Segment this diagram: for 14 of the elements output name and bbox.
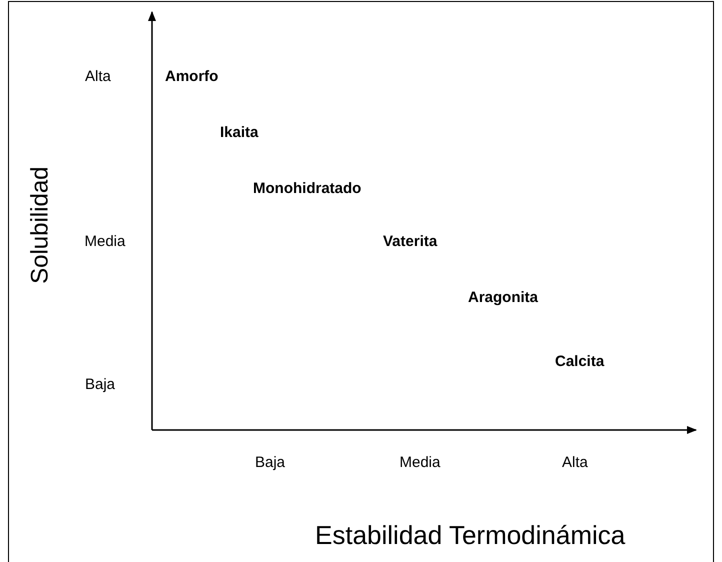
axis-tick-label: Baja bbox=[255, 454, 286, 471]
data-label: Vaterita bbox=[383, 234, 438, 250]
axis-title: Estabilidad Termodinámica bbox=[315, 520, 626, 550]
data-label: Calcita bbox=[555, 354, 604, 370]
data-label: Monohidratado bbox=[253, 180, 362, 197]
axis-title: Solubilidad bbox=[27, 166, 54, 284]
data-label: Ikaita bbox=[220, 124, 258, 141]
axis-tick-label: Alta bbox=[85, 68, 111, 85]
axis-tick-label: Baja bbox=[85, 376, 116, 393]
axis-tick-label: Media bbox=[400, 454, 440, 471]
data-label: Amorfo bbox=[165, 68, 218, 85]
axis-tick-label: Alta bbox=[562, 454, 588, 471]
axis-tick-label: Media bbox=[84, 234, 126, 250]
data-label: Aragonita bbox=[468, 290, 538, 306]
